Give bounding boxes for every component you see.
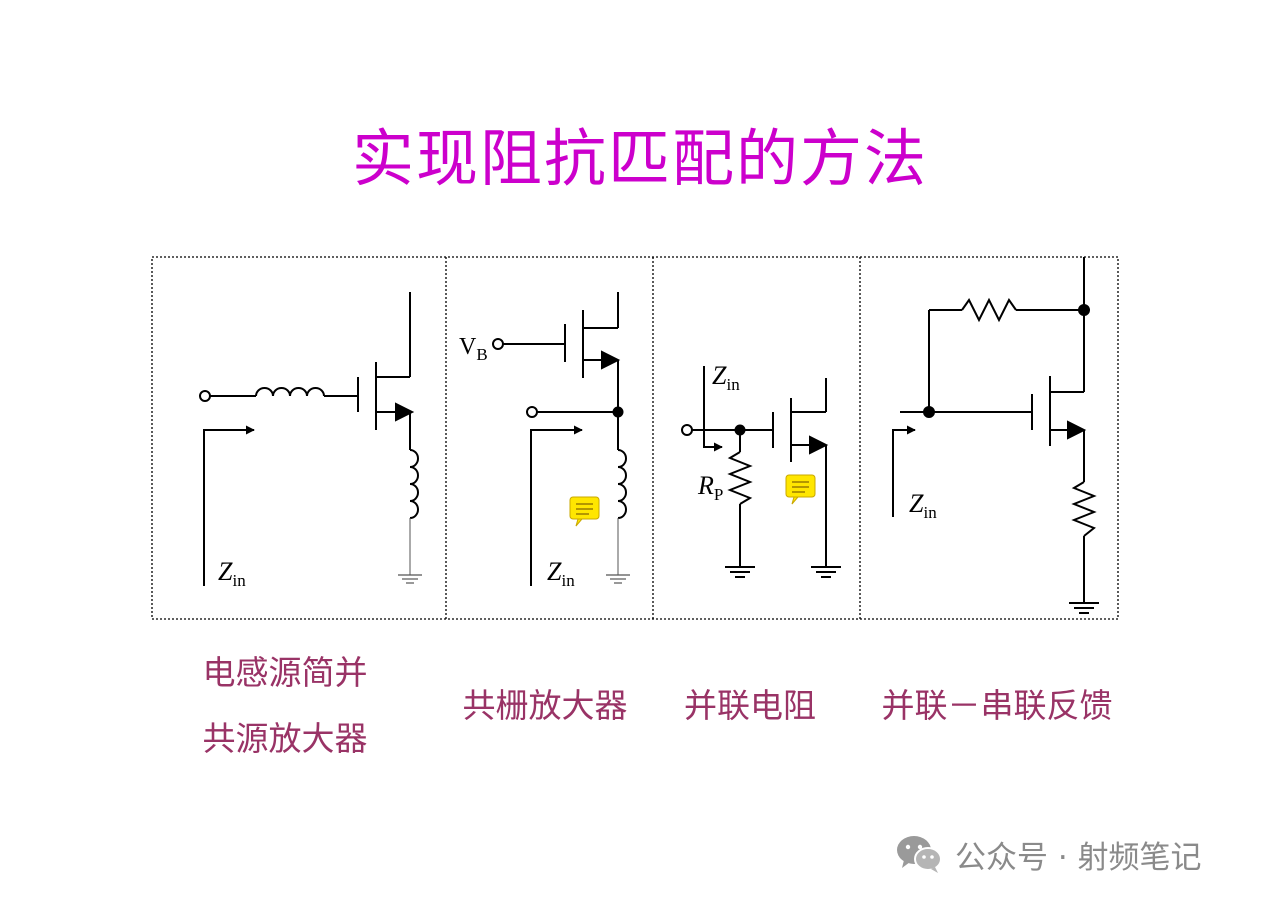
vb-subscript: B — [476, 345, 487, 364]
panel-3-circuit — [681, 366, 841, 578]
caption-line: 电感源简并 — [202, 653, 368, 692]
input-node — [526, 406, 538, 418]
source-inductor — [409, 449, 419, 519]
source-arrow — [601, 350, 621, 370]
ground-symbol — [398, 574, 422, 584]
zin-subscript: in — [726, 375, 740, 394]
ground-symbol — [1069, 602, 1099, 614]
watermark-text: 公众号 · 射频笔记 — [955, 839, 1202, 876]
source-arrow — [1067, 420, 1087, 440]
source-inductor — [617, 449, 627, 519]
source-arrow — [395, 402, 415, 422]
rp-label: R — [697, 471, 714, 500]
input-node — [681, 424, 693, 436]
ground-symbol — [606, 574, 630, 584]
panel-2-circuit — [492, 292, 630, 586]
zin-arrow — [530, 425, 583, 586]
svg-text:Zin: Zin — [909, 489, 937, 522]
panel-frame — [151, 256, 1119, 620]
svg-text:Zin: Zin — [712, 361, 740, 394]
ground-symbol — [725, 566, 755, 578]
caption-line: 共源放大器 — [202, 719, 368, 758]
caption-line: 并联－串联反馈 — [881, 686, 1113, 725]
svg-text:RP: RP — [697, 471, 723, 504]
zin-label: Z — [712, 361, 727, 390]
caption-panel-1: 电感源简并 共源放大器 — [160, 640, 410, 772]
panel-1-circuit — [199, 292, 422, 586]
zin-arrow — [703, 366, 723, 452]
watermark: 公众号 · 射频笔记 — [895, 832, 1202, 876]
comment-icon — [785, 474, 816, 505]
rp-resistor — [727, 451, 753, 505]
vb-label: V — [459, 334, 477, 360]
zin-arrow — [203, 425, 255, 586]
zin-label: Z — [909, 489, 924, 518]
caption-panel-2: 共栅放大器 — [430, 673, 660, 739]
source-resistor — [1071, 481, 1097, 537]
source-arrow — [809, 435, 829, 455]
caption-panel-3: 并联电阻 — [660, 673, 840, 739]
zin-label: Z — [547, 557, 562, 586]
zin-label: Z — [218, 557, 233, 586]
caption-line: 共栅放大器 — [462, 686, 628, 725]
feedback-resistor — [961, 297, 1017, 323]
page-title: 实现阻抗匹配的方法 — [351, 122, 928, 195]
zin-subscript: in — [232, 571, 246, 590]
vb-node — [492, 338, 504, 350]
ground-symbol — [811, 566, 841, 578]
zin-subscript: in — [561, 571, 575, 590]
gate-inductor — [255, 387, 325, 397]
caption-panel-4: 并联－串联反馈 — [862, 673, 1132, 739]
svg-text:VB: VB — [459, 334, 488, 364]
zin-subscript: in — [923, 503, 937, 522]
svg-text:Zin: Zin — [547, 557, 575, 590]
panel-4-circuit — [892, 257, 1099, 614]
svg-text:Zin: Zin — [218, 557, 246, 590]
comment-icon — [569, 496, 600, 527]
wechat-icon — [897, 836, 942, 873]
caption-line: 并联电阻 — [684, 686, 816, 725]
rp-subscript: P — [714, 485, 723, 504]
input-node — [199, 390, 211, 402]
zin-arrow — [892, 425, 916, 517]
